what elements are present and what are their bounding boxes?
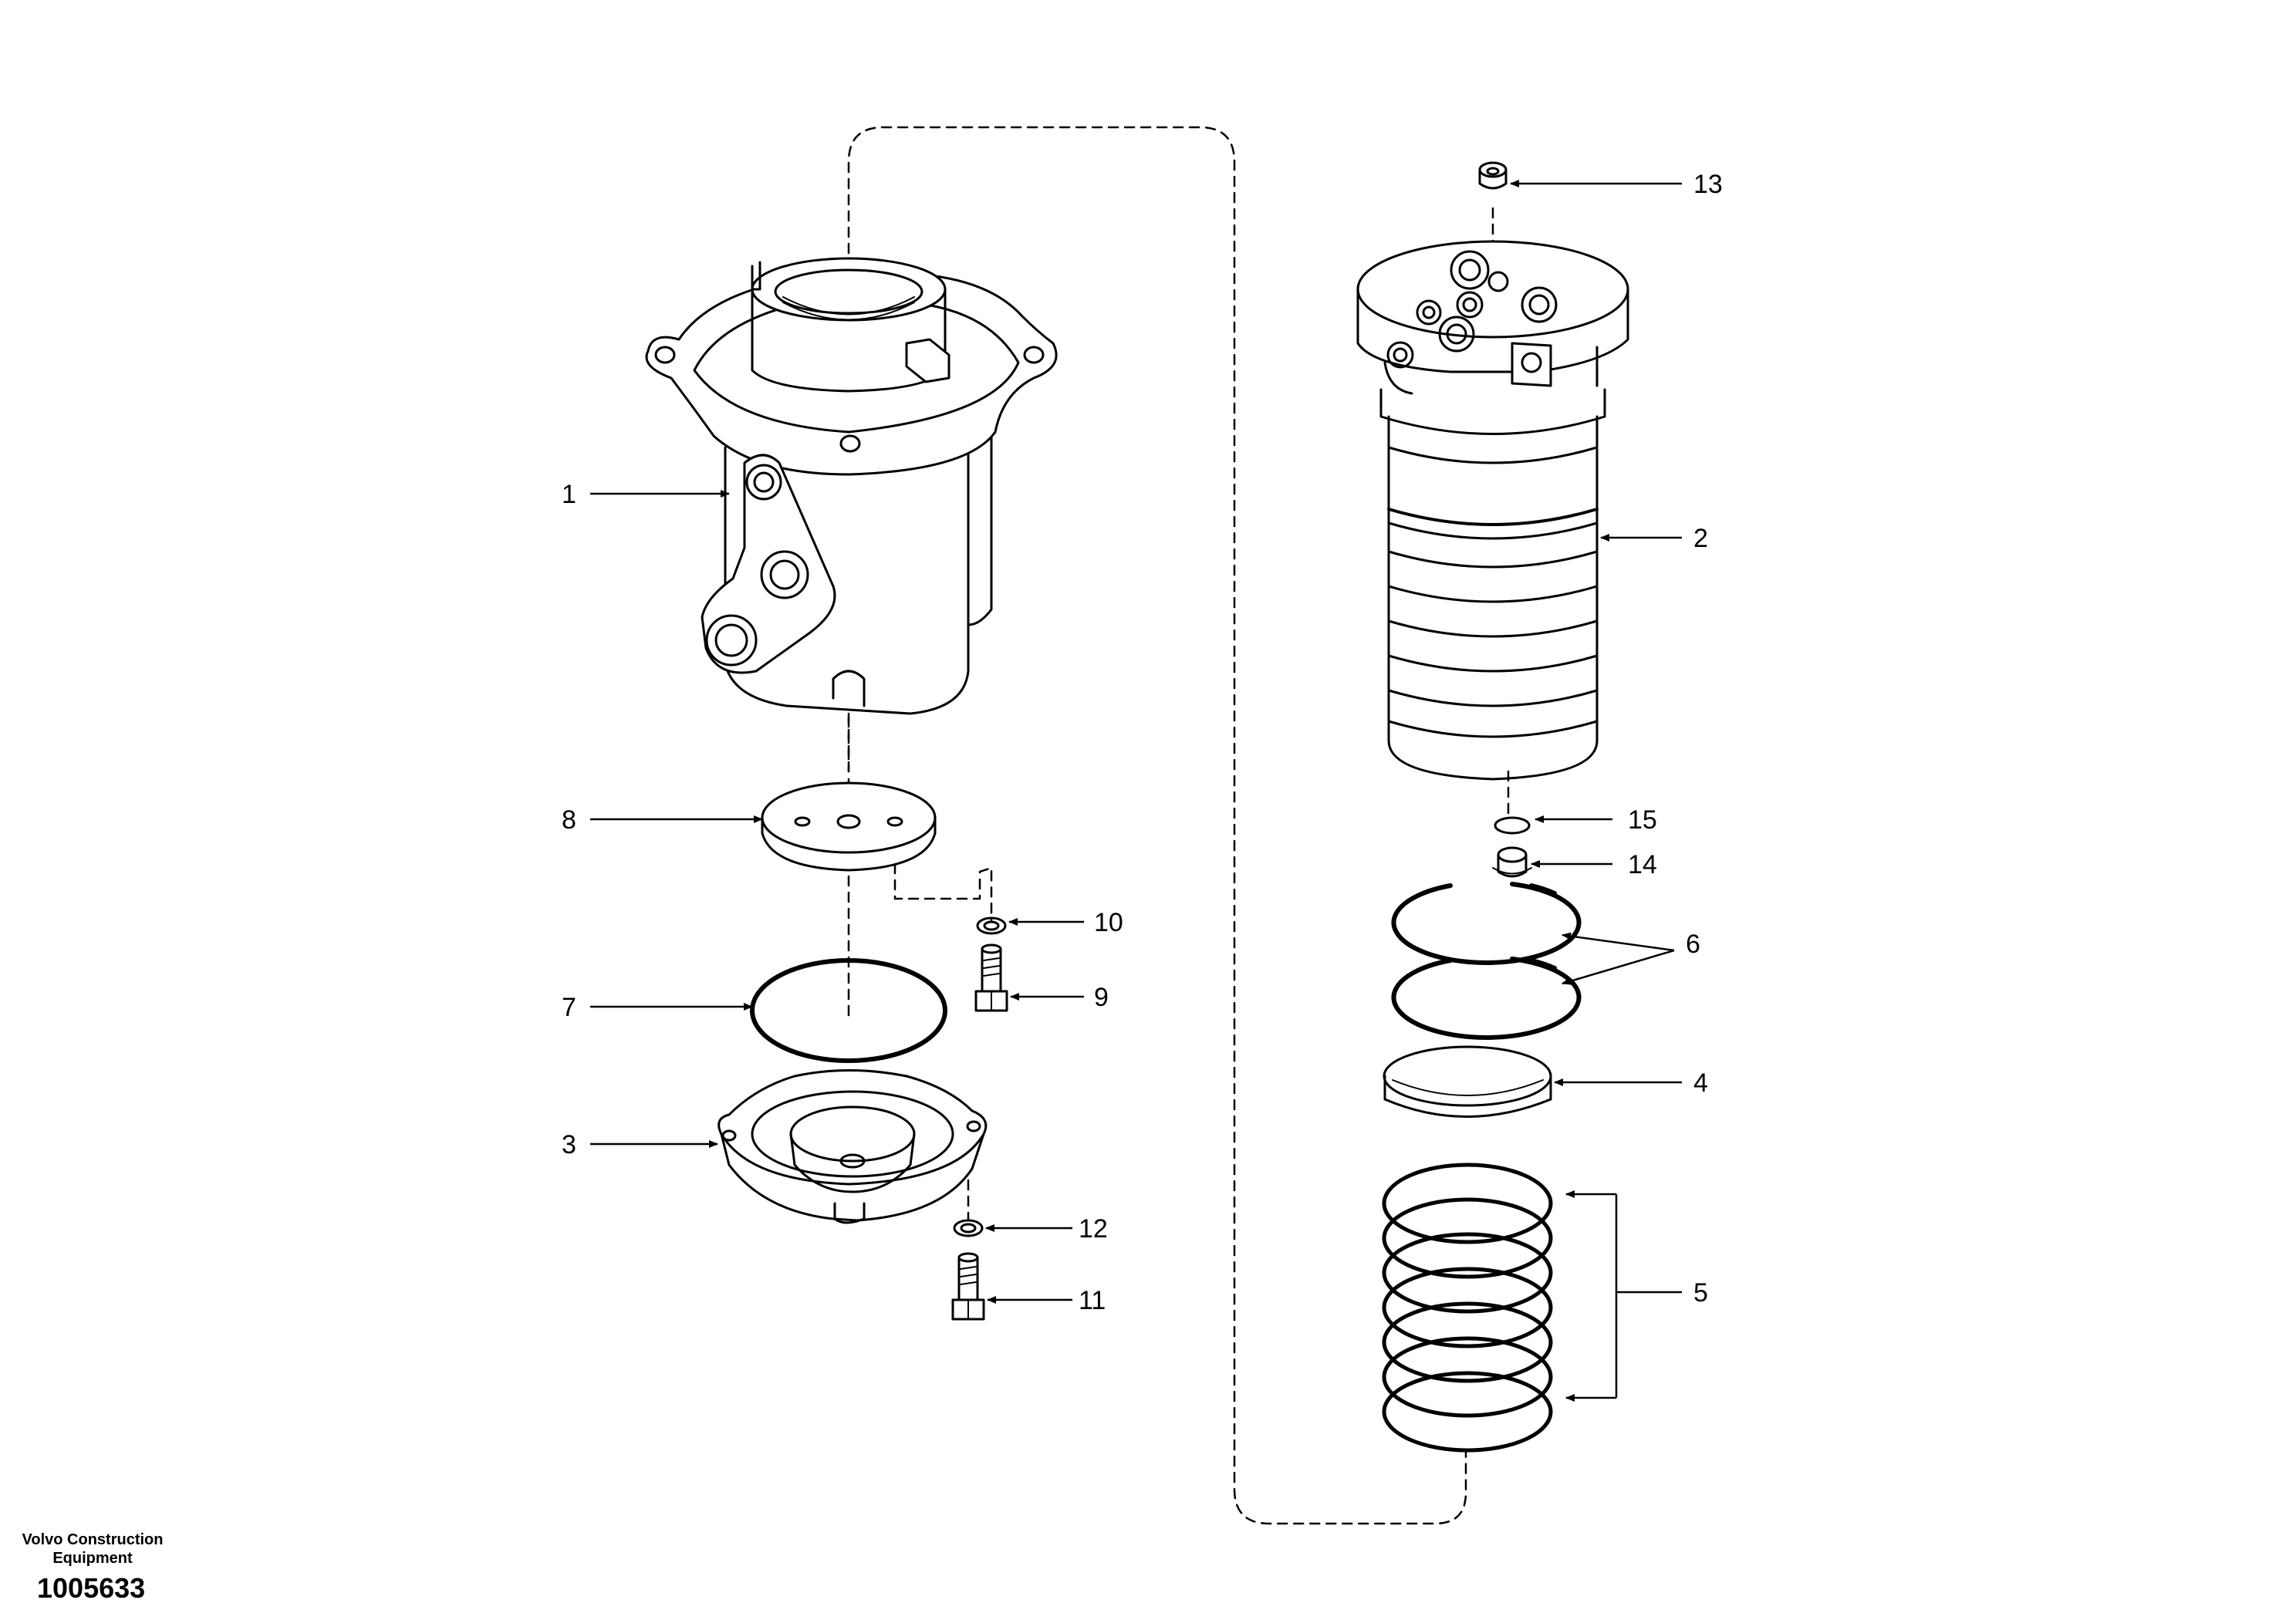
thrust-plate-drawing (761, 781, 937, 872)
brand-line-2: Equipment (52, 1550, 133, 1567)
snap-rings-drawing (1391, 882, 1582, 1040)
bolt-9-drawing (974, 943, 1008, 1012)
callout-14-label[interactable]: 14 (1628, 850, 1657, 879)
callout-7-label[interactable]: 7 (562, 993, 576, 1022)
plug-14-drawing (1492, 846, 1532, 878)
illustration-number: 1005633 (37, 1572, 146, 1604)
o-ring-15-drawing (1494, 816, 1531, 835)
leader-lines (590, 180, 1682, 1402)
spindle-drawing (1356, 240, 1629, 781)
seal-rings-stack-drawing (1382, 1163, 1553, 1453)
brand-line-1: Volvo Construction (22, 1531, 164, 1548)
callout-12-label[interactable]: 12 (1079, 1214, 1108, 1244)
assembly-dashed-loop (847, 126, 1467, 1525)
washer-10-drawing (976, 916, 1007, 935)
callout-13-label[interactable]: 13 (1693, 170, 1723, 199)
callout-5-label[interactable]: 5 (1693, 1278, 1708, 1308)
swivel-housing-drawing (645, 257, 1058, 715)
callout-1-label[interactable]: 1 (562, 480, 576, 509)
plug-13-drawing (1478, 161, 1508, 190)
bolt-11-drawing (951, 1252, 985, 1321)
ring-4-drawing (1383, 1045, 1552, 1118)
o-ring-drawing (750, 958, 947, 1063)
callout-4-label[interactable]: 4 (1693, 1068, 1708, 1098)
bolt-axis-top (893, 862, 993, 923)
callout-6-label[interactable]: 6 (1686, 930, 1700, 959)
washer-12-drawing (953, 1219, 984, 1237)
callout-8-label[interactable]: 8 (562, 805, 576, 835)
callout-15-label[interactable]: 15 (1628, 805, 1657, 835)
callout-11-label[interactable]: 11 (1079, 1286, 1106, 1315)
callout-2-label[interactable]: 2 (1693, 524, 1708, 553)
callout-labels: 1 2 3 4 5 6 7 8 9 10 11 12 13 14 15 (562, 170, 1723, 1315)
callout-9-label[interactable]: 9 (1094, 983, 1109, 1012)
brand-caption: Volvo Construction Equipment (0, 1531, 185, 1568)
cover-drawing (718, 1069, 988, 1224)
callout-3-label[interactable]: 3 (562, 1130, 576, 1159)
callout-10-label[interactable]: 10 (1094, 908, 1123, 937)
